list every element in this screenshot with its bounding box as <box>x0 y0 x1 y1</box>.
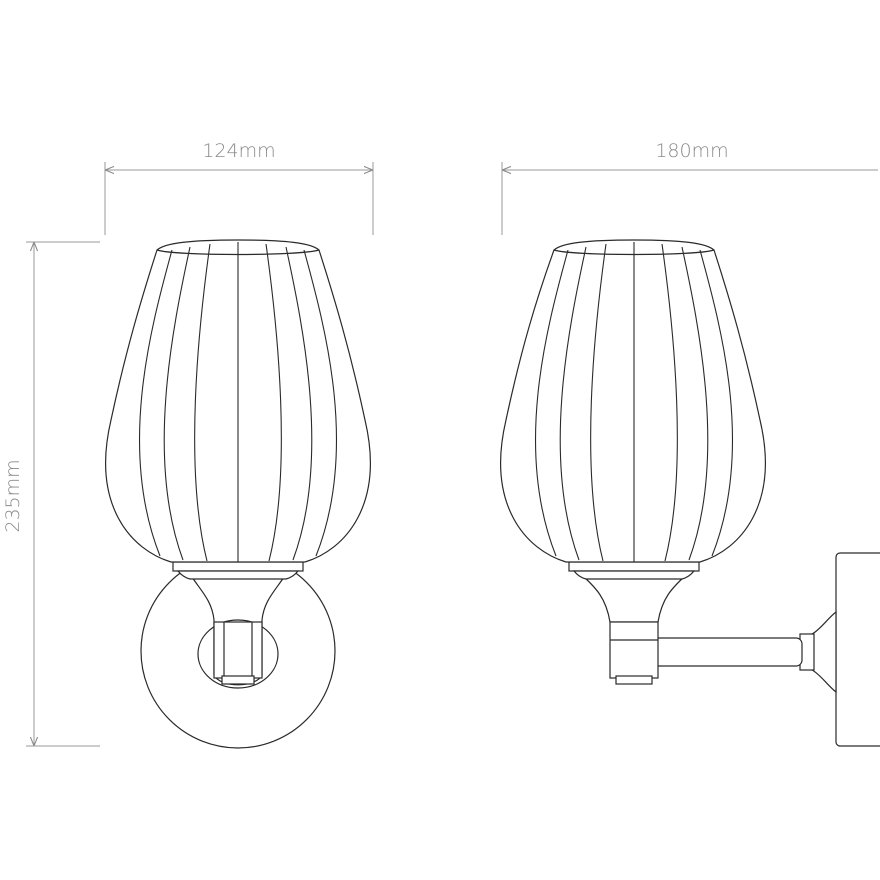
side-shade-collar <box>568 561 700 580</box>
height-dimension: 235mm <box>2 241 100 747</box>
shade-ribs <box>139 242 337 562</box>
lamp-holder <box>188 573 288 689</box>
side-lamp-holder <box>580 574 688 685</box>
depth-label: 180mm <box>655 140 728 162</box>
wall-arm <box>651 610 837 694</box>
side-view-lamp <box>500 239 880 747</box>
width-label: 124mm <box>202 140 275 162</box>
side-glass-shade <box>500 239 766 563</box>
front-view-lamp <box>105 239 371 749</box>
height-label: 235mm <box>2 459 24 532</box>
width-dimension: 124mm <box>104 140 374 235</box>
depth-dimension: 180mm <box>501 140 878 235</box>
shade-collar <box>172 561 304 580</box>
side-shade-ribs <box>535 242 733 562</box>
wall-backplate <box>835 552 880 747</box>
